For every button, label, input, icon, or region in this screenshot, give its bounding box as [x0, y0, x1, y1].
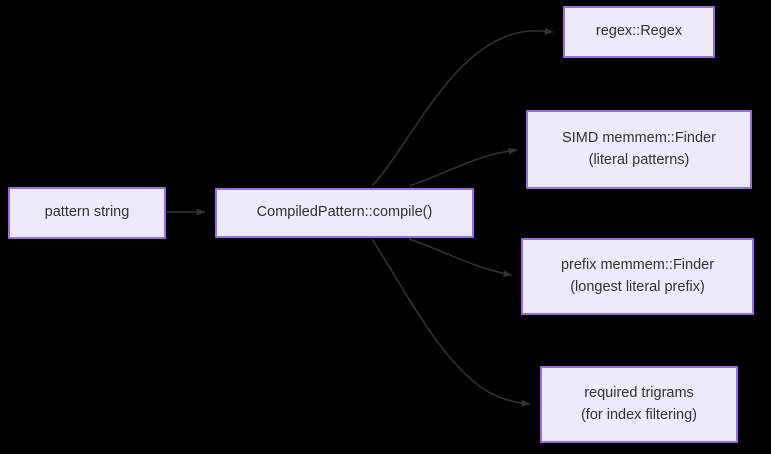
- node-prefix-memmem-finder-line-2: (longest literal prefix): [570, 278, 705, 295]
- node-required-trigrams-line-2: (for index filtering): [580, 406, 698, 423]
- node-required-trigrams-line-1: required trigrams: [584, 385, 694, 402]
- node-pattern-string[interactable]: pattern string: [8, 187, 166, 239]
- edge-compile-to-prefix: [408, 238, 513, 278]
- edge-compile-to-trigrams: [371, 238, 531, 407]
- node-prefix-memmem-finder[interactable]: prefix memmem::Finder (longest literal p…: [521, 238, 754, 315]
- node-required-trigrams[interactable]: required trigrams (for index filtering): [540, 366, 738, 443]
- node-compiled-pattern-compile-line-1: CompiledPattern::compile(): [256, 204, 433, 221]
- node-regex-regex[interactable]: regex::Regex: [563, 6, 715, 58]
- node-pattern-string-line-1: pattern string: [44, 204, 130, 221]
- node-simd-memmem-finder-line-2: (literal patterns): [588, 151, 690, 168]
- node-simd-memmem-finder[interactable]: SIMD memmem::Finder (literal patterns): [526, 110, 752, 189]
- node-prefix-memmem-finder-line-1: prefix memmem::Finder: [560, 257, 715, 274]
- node-regex-regex-line-1: regex::Regex: [595, 23, 683, 40]
- edge-compile-to-simd: [408, 147, 518, 187]
- node-simd-memmem-finder-line-1: SIMD memmem::Finder: [562, 130, 716, 147]
- node-compiled-pattern-compile[interactable]: CompiledPattern::compile(): [215, 188, 474, 238]
